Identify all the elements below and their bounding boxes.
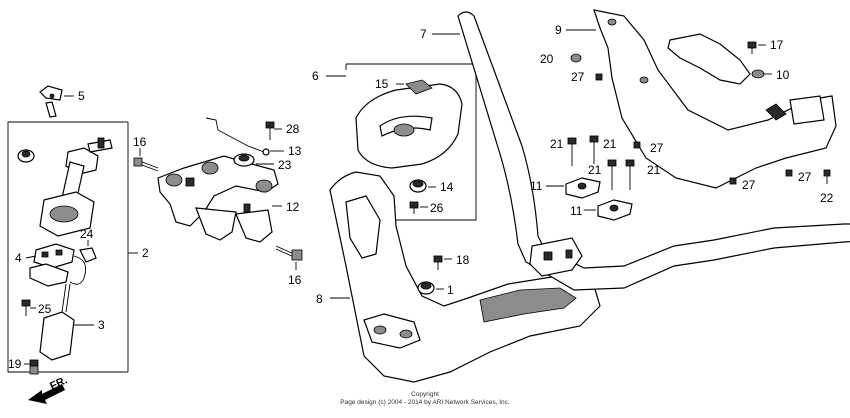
callout-27-d: 27	[798, 170, 812, 184]
switch-contact-part	[33, 243, 87, 285]
callout-9: 9	[555, 23, 562, 37]
callout-15: 15	[375, 77, 389, 91]
callout-28: 28	[286, 122, 300, 136]
callout-26: 26	[430, 201, 444, 215]
key-part	[39, 85, 63, 118]
clamp-11-b-part	[597, 199, 633, 221]
clip-part	[79, 247, 97, 263]
bolt-28-part	[265, 121, 275, 140]
callout-21-b: 21	[603, 137, 617, 151]
front-direction-label: FR.	[48, 374, 69, 392]
callout-1: 1	[447, 283, 454, 297]
callout-7: 7	[420, 27, 427, 41]
callout-4: 4	[15, 251, 22, 265]
callout-21-d: 21	[647, 163, 661, 177]
top-cover-part	[355, 83, 463, 169]
lower-handle-cover-part	[329, 171, 601, 383]
clip-27-d-part	[785, 169, 793, 177]
clip-27-b-part	[633, 141, 641, 149]
nut-23-part	[233, 153, 255, 167]
copyright-label: Copyright	[411, 391, 439, 398]
callout-17: 17	[770, 38, 784, 52]
screw-22-part	[823, 169, 831, 184]
front-direction-arrow-icon	[28, 384, 65, 404]
callout-3: 3	[98, 318, 105, 332]
callout-21-c: 21	[588, 163, 602, 177]
bolt-16-upper-part	[133, 157, 159, 172]
bracket-10-part	[667, 33, 765, 85]
nut-20-part	[570, 53, 582, 63]
callout-21-a: 21	[550, 137, 564, 151]
bolt-21-a-part	[567, 137, 577, 166]
callout-24: 24	[80, 227, 94, 241]
callout-16-lower: 16	[288, 273, 302, 287]
callout-27-a: 27	[571, 70, 585, 84]
callout-16-upper: 16	[133, 135, 147, 149]
callout-11-b: 11	[570, 204, 583, 218]
callout-25: 25	[38, 302, 52, 316]
callout-13: 13	[288, 144, 302, 158]
grommet-14-part	[409, 179, 427, 193]
screw-26-part	[409, 201, 419, 214]
bolt-21-c-part	[607, 159, 617, 190]
callout-14: 14	[440, 180, 454, 194]
screw-18-part	[433, 255, 443, 270]
cover-group-bracket	[346, 63, 477, 221]
clamp-11-a-part	[565, 177, 601, 199]
callout-23: 23	[278, 158, 292, 172]
callout-2: 2	[142, 246, 149, 260]
ignition-cap-part	[17, 149, 35, 163]
callout-22: 22	[820, 191, 834, 205]
bolt-21-d-part	[625, 159, 635, 190]
callout-18: 18	[456, 253, 470, 267]
screw-19-part	[29, 359, 39, 375]
clip-27-a-part	[595, 73, 603, 81]
switch-holder-part	[29, 263, 69, 287]
ignition-switch-part	[39, 137, 113, 237]
emblem-part	[405, 79, 433, 95]
callout-27-b: 27	[650, 141, 664, 155]
ignition-group-bracket	[7, 121, 122, 373]
callout-5: 5	[78, 89, 85, 103]
grommet-1-part	[417, 281, 435, 295]
callout-19: 19	[8, 357, 22, 371]
callout-11-a: 11	[530, 179, 543, 193]
screw-25-part	[21, 299, 31, 316]
callout-10: 10	[776, 68, 790, 82]
bolt-21-b-part	[589, 135, 599, 164]
handlebar-stem-part	[157, 155, 279, 243]
callout-6: 6	[312, 69, 319, 83]
cable-part	[205, 117, 270, 156]
copyright-notice: Page design (c) 2004 - 2014 by ARI Netwo…	[340, 399, 510, 406]
cover-bracket-9-part	[593, 9, 837, 189]
callout-8: 8	[316, 292, 323, 306]
screw-17-part	[747, 41, 757, 54]
callout-27-c: 27	[742, 178, 756, 192]
callout-12: 12	[286, 200, 300, 214]
handlebar-pipe-part	[457, 11, 850, 291]
clip-27-c-part	[729, 177, 737, 185]
switch-body-part	[39, 283, 75, 361]
bolt-16-lower-part	[275, 245, 303, 261]
callout-20: 20	[540, 52, 554, 66]
